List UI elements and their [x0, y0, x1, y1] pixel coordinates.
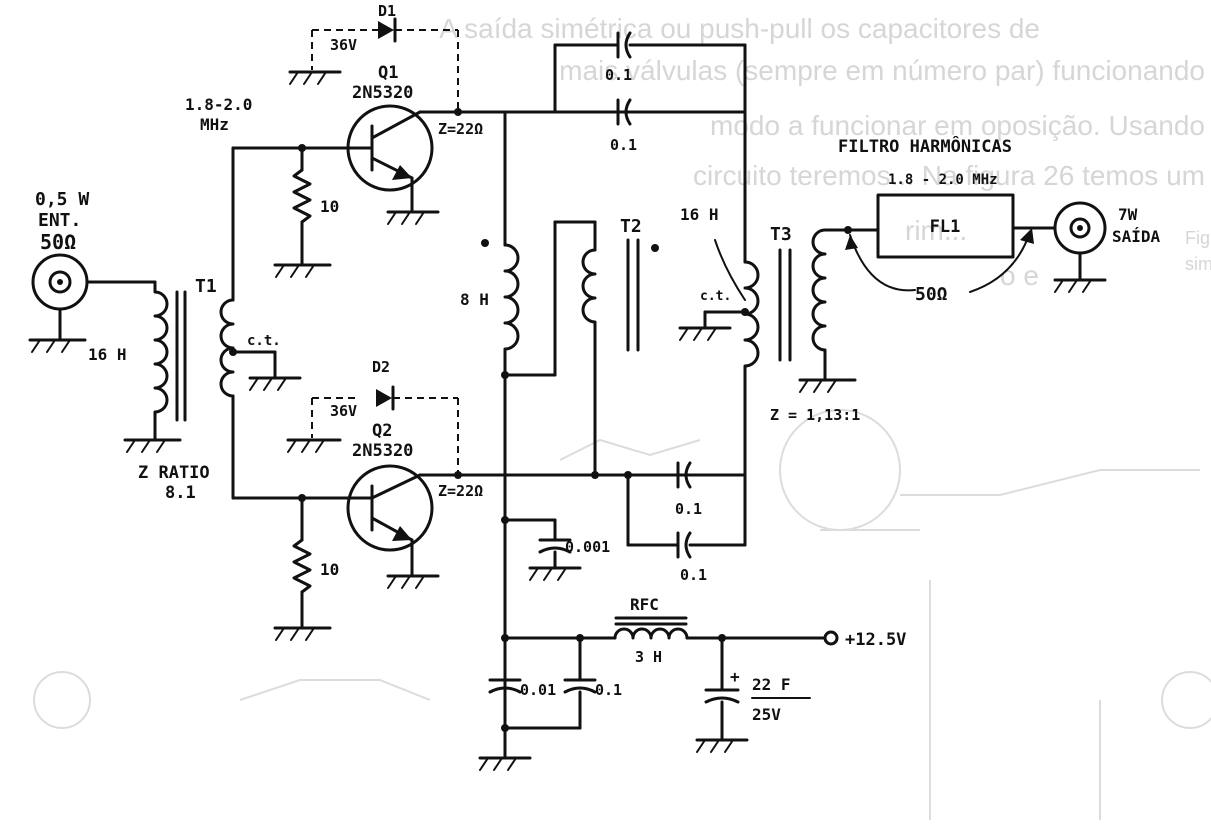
- bg-side-2: simétrica: [1185, 254, 1211, 274]
- input-impedance: 50Ω: [40, 230, 76, 254]
- electro-value: 22 F: [752, 675, 791, 694]
- z-ratio-label: Z RATIO: [138, 463, 210, 483]
- bottom-collector-bus: [456, 461, 747, 730]
- bg-line-5: rim...: [905, 215, 967, 246]
- d2-voltage: 36V: [330, 402, 357, 420]
- r2-value: 10: [320, 560, 339, 579]
- q2-impedance: Z=22Ω: [438, 482, 483, 500]
- output-label: SAÍDA: [1112, 227, 1161, 246]
- q1-impedance: Z=22Ω: [438, 120, 483, 138]
- t1-transformer: [123, 280, 302, 453]
- cap-mid2: 0.1: [680, 566, 707, 584]
- input-power: 0,5 W: [35, 189, 89, 210]
- bg-line-6: o e: [1000, 260, 1039, 291]
- filter-freq: 1.8 - 2.0 MHz: [888, 172, 998, 188]
- electro-plus: +: [730, 667, 740, 686]
- t3-transformer: [678, 226, 880, 477]
- q2-label: Q2: [372, 421, 392, 441]
- output-connector: [1053, 201, 1107, 293]
- bg-line-2: mais válvulas (sempre em número par) fun…: [559, 55, 1205, 86]
- output-power: 7W: [1118, 205, 1138, 224]
- r1-resistor: [273, 146, 332, 278]
- q1-transistor: [346, 104, 460, 225]
- q1-part: 2N5320: [352, 83, 413, 103]
- t2-inductance: 8 H: [460, 290, 489, 309]
- z-ratio-value: 8.1: [165, 483, 196, 503]
- r1-value: 10: [320, 197, 339, 216]
- t3-inductance: 16 H: [680, 205, 719, 224]
- q2-transistor: [346, 464, 460, 589]
- t1-center-tap: c.t.: [247, 333, 281, 349]
- bg-side-1: Figura 26: [1185, 228, 1211, 248]
- filter-title: FILTRO HARMÔNICAS: [838, 135, 1012, 157]
- rfc-label: RFC: [630, 595, 659, 614]
- d1-label: D1: [378, 2, 396, 20]
- harmonic-filter: [845, 193, 1057, 293]
- freq-unit: MHz: [200, 115, 229, 134]
- d1-zener: [288, 17, 459, 112]
- t2-transformer: [481, 220, 659, 477]
- filter-impedance: 50Ω: [915, 284, 948, 305]
- top-collector-bus: [456, 31, 747, 264]
- t2-label: T2: [620, 216, 642, 237]
- q1-label: Q1: [378, 63, 398, 83]
- supply-section: [478, 616, 839, 771]
- t1-inductance: 16 H: [88, 345, 127, 364]
- cap-mid1: 0.1: [675, 500, 702, 518]
- supply-label: +12.5V: [845, 630, 906, 650]
- q2-part: 2N5320: [352, 441, 413, 461]
- freq-label: 1.8-2.0: [185, 95, 252, 114]
- bg-line-3: modo a funcionar em oposição. Usando: [710, 110, 1205, 141]
- rfc-value: 3 H: [635, 648, 662, 666]
- d1-voltage: 36V: [330, 36, 357, 54]
- t3-impedance: Z = 1,13:1: [770, 406, 860, 424]
- cap-top2: 0.1: [610, 136, 637, 154]
- cap-top1: 0.1: [605, 66, 632, 84]
- input-connector: [28, 253, 157, 353]
- cap-bypass: 0.001: [565, 538, 610, 556]
- bg-line-4: circuito teremos... Na figura 26 temos u…: [693, 160, 1205, 191]
- r2-resistor: [273, 496, 332, 641]
- input-ent: ENT.: [38, 210, 81, 231]
- t3-label: T3: [770, 224, 792, 245]
- cap-supply2: 0.1: [595, 681, 622, 699]
- t3-center-tap: c.t.: [700, 289, 731, 304]
- t1-label: T1: [195, 276, 217, 297]
- bg-line-1: A saída simétrica ou push-pull os capaci…: [439, 13, 1040, 44]
- d2-label: D2: [372, 358, 390, 376]
- electro-voltage: 25V: [752, 705, 781, 724]
- d2-zener: [286, 385, 459, 475]
- filter-block-label: FL1: [930, 217, 961, 237]
- background-print: A saída simétrica ou push-pull os capaci…: [33, 13, 1211, 820]
- cap-supply1: 0.01: [520, 681, 556, 699]
